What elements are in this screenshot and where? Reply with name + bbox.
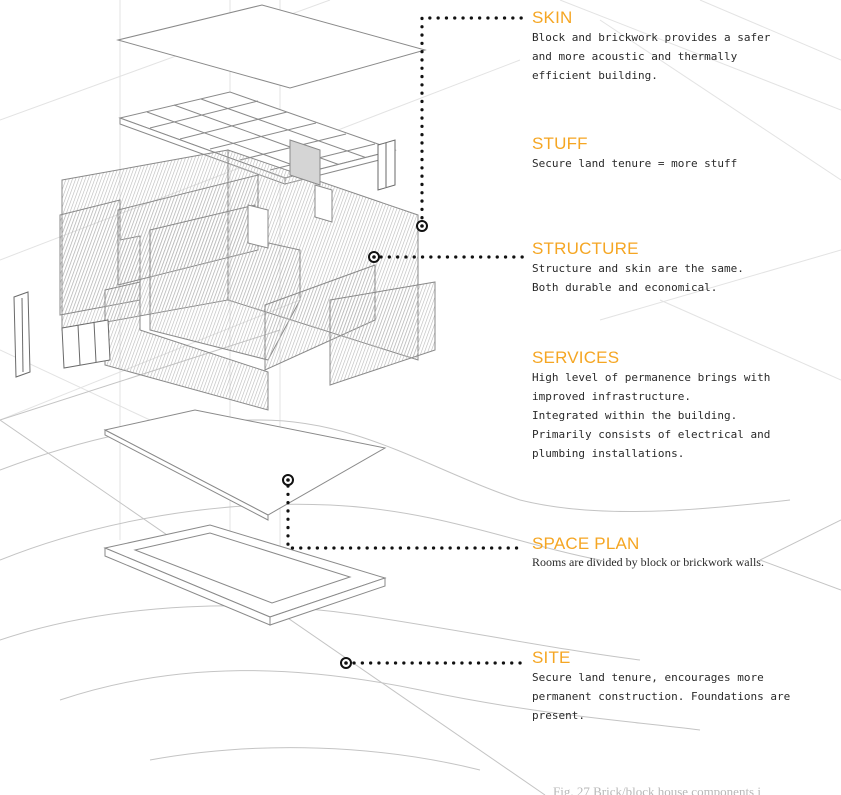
leader-space-plan (288, 486, 524, 548)
callout-skin-title: SKIN (532, 8, 770, 28)
callout-services-line: improved infrastructure. (532, 387, 770, 406)
floor-slab (105, 410, 385, 520)
callout-structure-line: Both durable and economical. (532, 278, 744, 297)
callout-services-line: Primarily consists of electrical and (532, 425, 770, 444)
callout-site-line: present. (532, 706, 790, 725)
callout-services-line: plumbing installations. (532, 444, 770, 463)
callout-site-title: SITE (532, 648, 790, 668)
callout-services: SERVICES High level of permanence brings… (532, 348, 770, 463)
callout-skin-line: and more acoustic and thermally (532, 47, 770, 66)
callout-services-line: High level of permanence brings with (532, 368, 770, 387)
callout-space-plan: SPACE PLAN Rooms are divided by block or… (532, 534, 764, 571)
callout-services-line: Integrated within the building. (532, 406, 770, 425)
callout-structure-title: STRUCTURE (532, 239, 744, 259)
callout-site-line: permanent construction. Foundations are (532, 687, 790, 706)
callout-services-title: SERVICES (532, 348, 770, 368)
callout-skin-line: efficient building. (532, 66, 770, 85)
callout-space-plan-line: Rooms are divided by block or brickwork … (532, 554, 764, 571)
callout-structure-line: Structure and skin are the same. (532, 259, 744, 278)
callout-stuff-title: STUFF (532, 134, 737, 154)
figure-caption: Fig. 27 Brick/block house components i (553, 784, 761, 795)
roof-slab (118, 5, 425, 88)
callout-stuff-line: Secure land tenure = more stuff (532, 154, 737, 173)
leader-skin (422, 18, 524, 226)
callout-space-plan-title: SPACE PLAN (532, 534, 764, 554)
callout-structure: STRUCTURE Structure and skin are the sam… (532, 239, 744, 297)
callout-site: SITE Secure land tenure, encourages more… (532, 648, 790, 725)
callout-site-line: Secure land tenure, encourages more (532, 668, 790, 687)
callout-skin-line: Block and brickwork provides a safer (532, 28, 770, 47)
callout-skin: SKIN Block and brickwork provides a safe… (532, 8, 770, 85)
callout-stuff: STUFF Secure land tenure = more stuff (532, 134, 737, 173)
